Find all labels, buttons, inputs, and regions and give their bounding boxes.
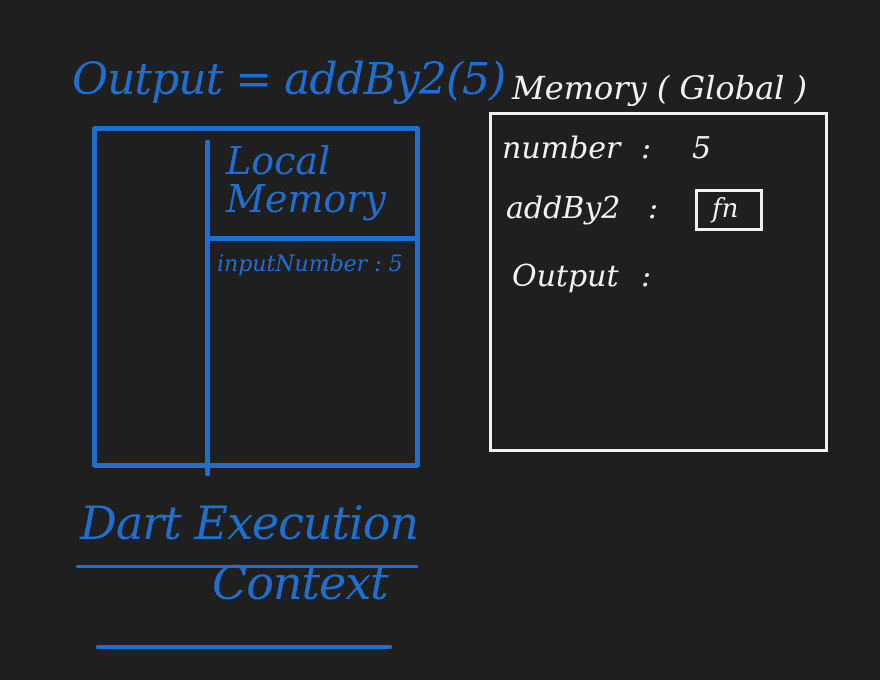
memory-box (489, 112, 828, 452)
memory-row-name: Output (512, 259, 619, 294)
caption-underline-1 (76, 565, 418, 568)
local-memory-label-line: Local Memory (226, 139, 386, 221)
function-box (695, 189, 763, 231)
local-memory-entry: inputNumber : 5 (217, 252, 403, 277)
function-label: fn (712, 194, 739, 224)
caption-line-2: Context (212, 556, 389, 610)
local-memory-underline (209, 236, 420, 241)
execution-title: Output = addBy2(5) (72, 54, 506, 105)
memory-row-value: 5 (692, 131, 712, 166)
memory-row-separator: : (641, 131, 652, 166)
execution-divider (205, 140, 210, 476)
memory-row-separator: : (641, 259, 652, 294)
local-memory-label: Local Memory (226, 142, 386, 218)
caption-line-1: Dart Execution (80, 496, 419, 550)
execution-context-box (92, 126, 420, 468)
memory-row-name: addBy2 (506, 191, 621, 226)
caption-underline-2 (96, 645, 392, 649)
memory-title: Memory ( Global ) (512, 69, 808, 107)
memory-row-separator: : (648, 191, 659, 226)
memory-row-name: number (502, 131, 621, 166)
